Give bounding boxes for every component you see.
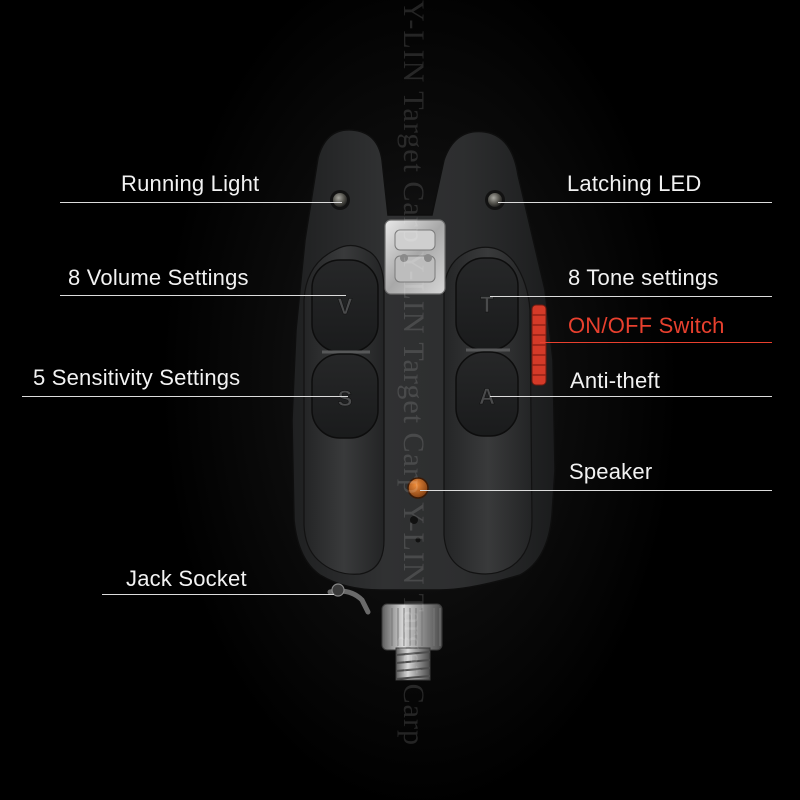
- latching-led: [485, 190, 505, 210]
- callout-anti-theft: Anti-theft: [570, 368, 661, 393]
- sensitivity-key-letter: S: [338, 386, 353, 411]
- callout-onoff-switch: ON/OFF Switch: [568, 313, 725, 338]
- callout-line-speaker: [420, 490, 772, 491]
- indicator-hole: [415, 537, 421, 543]
- volume-button[interactable]: V: [311, 259, 379, 353]
- callout-line-sensitivity-settings: [22, 396, 348, 397]
- onoff-switch[interactable]: [531, 304, 547, 386]
- callout-sensitivity-settings: 5 Sensitivity Settings: [33, 365, 241, 390]
- anti-theft-button[interactable]: A: [455, 351, 519, 437]
- callout-line-running-light: [60, 202, 342, 203]
- callout-line-onoff-switch: [540, 342, 772, 343]
- callout-volume-settings: 8 Volume Settings: [68, 265, 249, 290]
- tone-button[interactable]: T: [455, 257, 519, 351]
- volume-key-letter: V: [338, 294, 353, 319]
- threaded-mount: [381, 603, 443, 681]
- anti-theft-key-letter: A: [479, 384, 495, 409]
- callout-line-jack-socket: [102, 594, 334, 595]
- callout-line-latching-led: [498, 202, 772, 203]
- line-roller-clip: [384, 219, 446, 295]
- callout-line-tone-settings: [490, 296, 772, 297]
- callout-speaker: Speaker: [569, 459, 653, 484]
- callout-running-light: Running Light: [121, 171, 260, 196]
- watermark-text: Y-LIN Target Carp Y-LIN Target Carp Y-LI…: [397, 0, 430, 746]
- callout-jack-socket: Jack Socket: [126, 566, 247, 591]
- callout-line-anti-theft: [490, 396, 772, 397]
- speaker: [407, 477, 429, 499]
- callout-tone-settings: 8 Tone settings: [568, 265, 719, 290]
- mic-hole: [410, 516, 418, 524]
- callout-latching-led: Latching LED: [567, 171, 702, 196]
- tone-key-letter: T: [480, 292, 494, 317]
- jack-socket[interactable]: [327, 583, 371, 615]
- callout-line-volume-settings: [60, 295, 346, 296]
- running-light-led: [330, 190, 350, 210]
